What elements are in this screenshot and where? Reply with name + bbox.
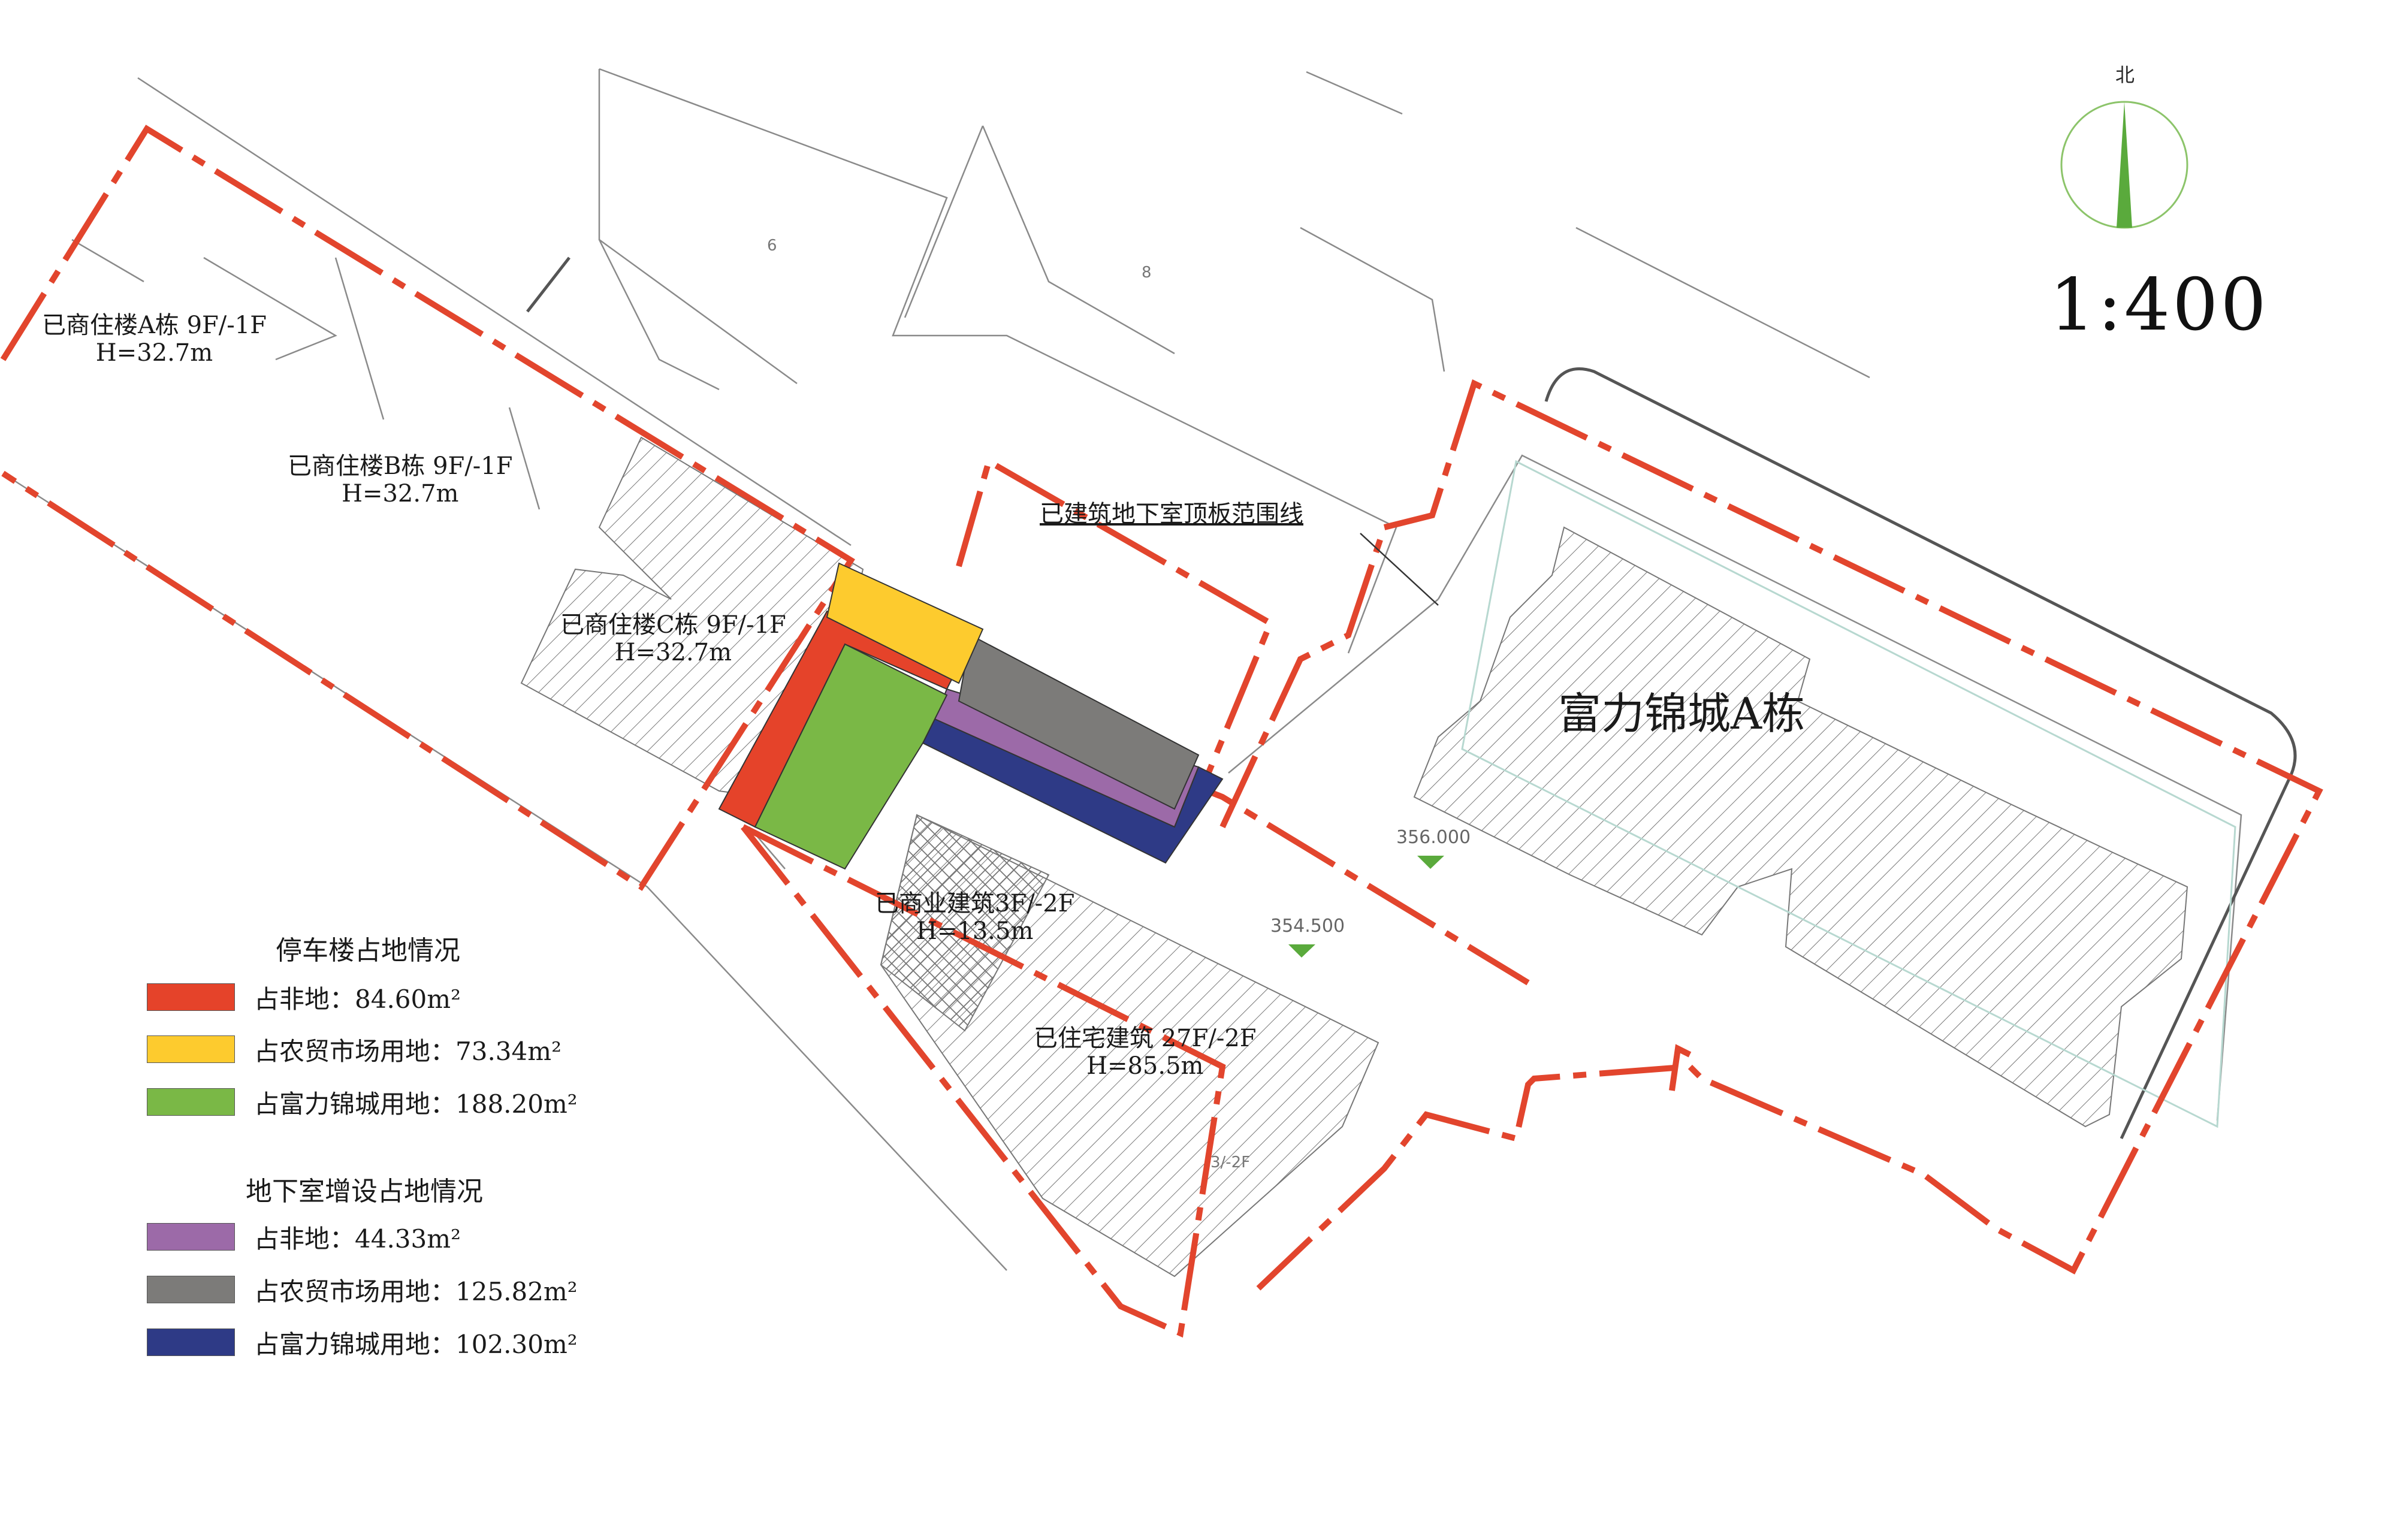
legend-item: 占非地：84.60m² — [147, 983, 461, 1014]
legend-swatch — [147, 1223, 235, 1251]
legend-item-label: 占富力锦城用地：102.30m² — [254, 1329, 578, 1359]
north-arrow — [2060, 101, 2188, 229]
legend-item: 占富力锦城用地：188.20m² — [147, 1088, 578, 1119]
underground-boundary-label: 已建筑地下室顶板范围线 — [1040, 500, 1303, 528]
legend-swatch — [147, 1088, 235, 1116]
legend-item-label: 占非地：84.60m² — [254, 984, 461, 1014]
road-segment — [526, 256, 570, 313]
legend-item-label: 占农贸市场用地：125.82m² — [254, 1276, 578, 1306]
context-linework — [2, 68, 2242, 1271]
road-curve — [1544, 367, 2297, 1140]
scale-label: 1:400 — [2049, 264, 2269, 347]
legend-basement-title: 地下室增设占地情况 — [246, 1176, 483, 1207]
elevation-marker-356 — [1417, 856, 1444, 869]
legend-swatch — [147, 1328, 235, 1356]
legend-item-label: 占农贸市场用地：73.34m² — [254, 1036, 561, 1066]
elevation-356-label: 356.000 — [1396, 827, 1471, 848]
north-label: 北 — [2115, 64, 2135, 86]
legend-parking-title: 停车楼占地情况 — [276, 935, 460, 966]
legend-item: 占富力锦城用地：102.30m² — [147, 1328, 578, 1359]
area-market-parking — [826, 562, 984, 684]
legend-item: 占农贸市场用地：73.34m² — [147, 1035, 561, 1066]
callout-leader — [1360, 533, 1439, 606]
legend-item: 占非地：44.33m² — [147, 1222, 461, 1254]
legend-swatch — [147, 983, 235, 1011]
existing-buildings-hatched — [520, 436, 2188, 1278]
fuli-outline — [1461, 460, 2236, 1128]
plot-label-3: 3/-2F — [1210, 1154, 1251, 1171]
elevation-354-label: 354.500 — [1270, 916, 1345, 937]
occupancy-polygons — [718, 562, 1224, 870]
legend-item: 占农贸市场用地：125.82m² — [147, 1275, 578, 1306]
legend-swatch — [147, 1035, 235, 1063]
fuli-building-label: 富力锦城A栋 — [1558, 689, 1805, 739]
plot-label-8: 8 — [1142, 264, 1152, 282]
area-fuli-parking — [754, 643, 948, 870]
legend-item-label: 占富力锦城用地：188.20m² — [254, 1089, 578, 1119]
legend-item-label: 占非地：44.33m² — [254, 1224, 461, 1254]
legend-swatch — [147, 1276, 235, 1303]
elevation-marker-354 — [1288, 944, 1315, 958]
plot-label-6: 6 — [767, 237, 777, 255]
area-market-basement — [958, 634, 1200, 810]
